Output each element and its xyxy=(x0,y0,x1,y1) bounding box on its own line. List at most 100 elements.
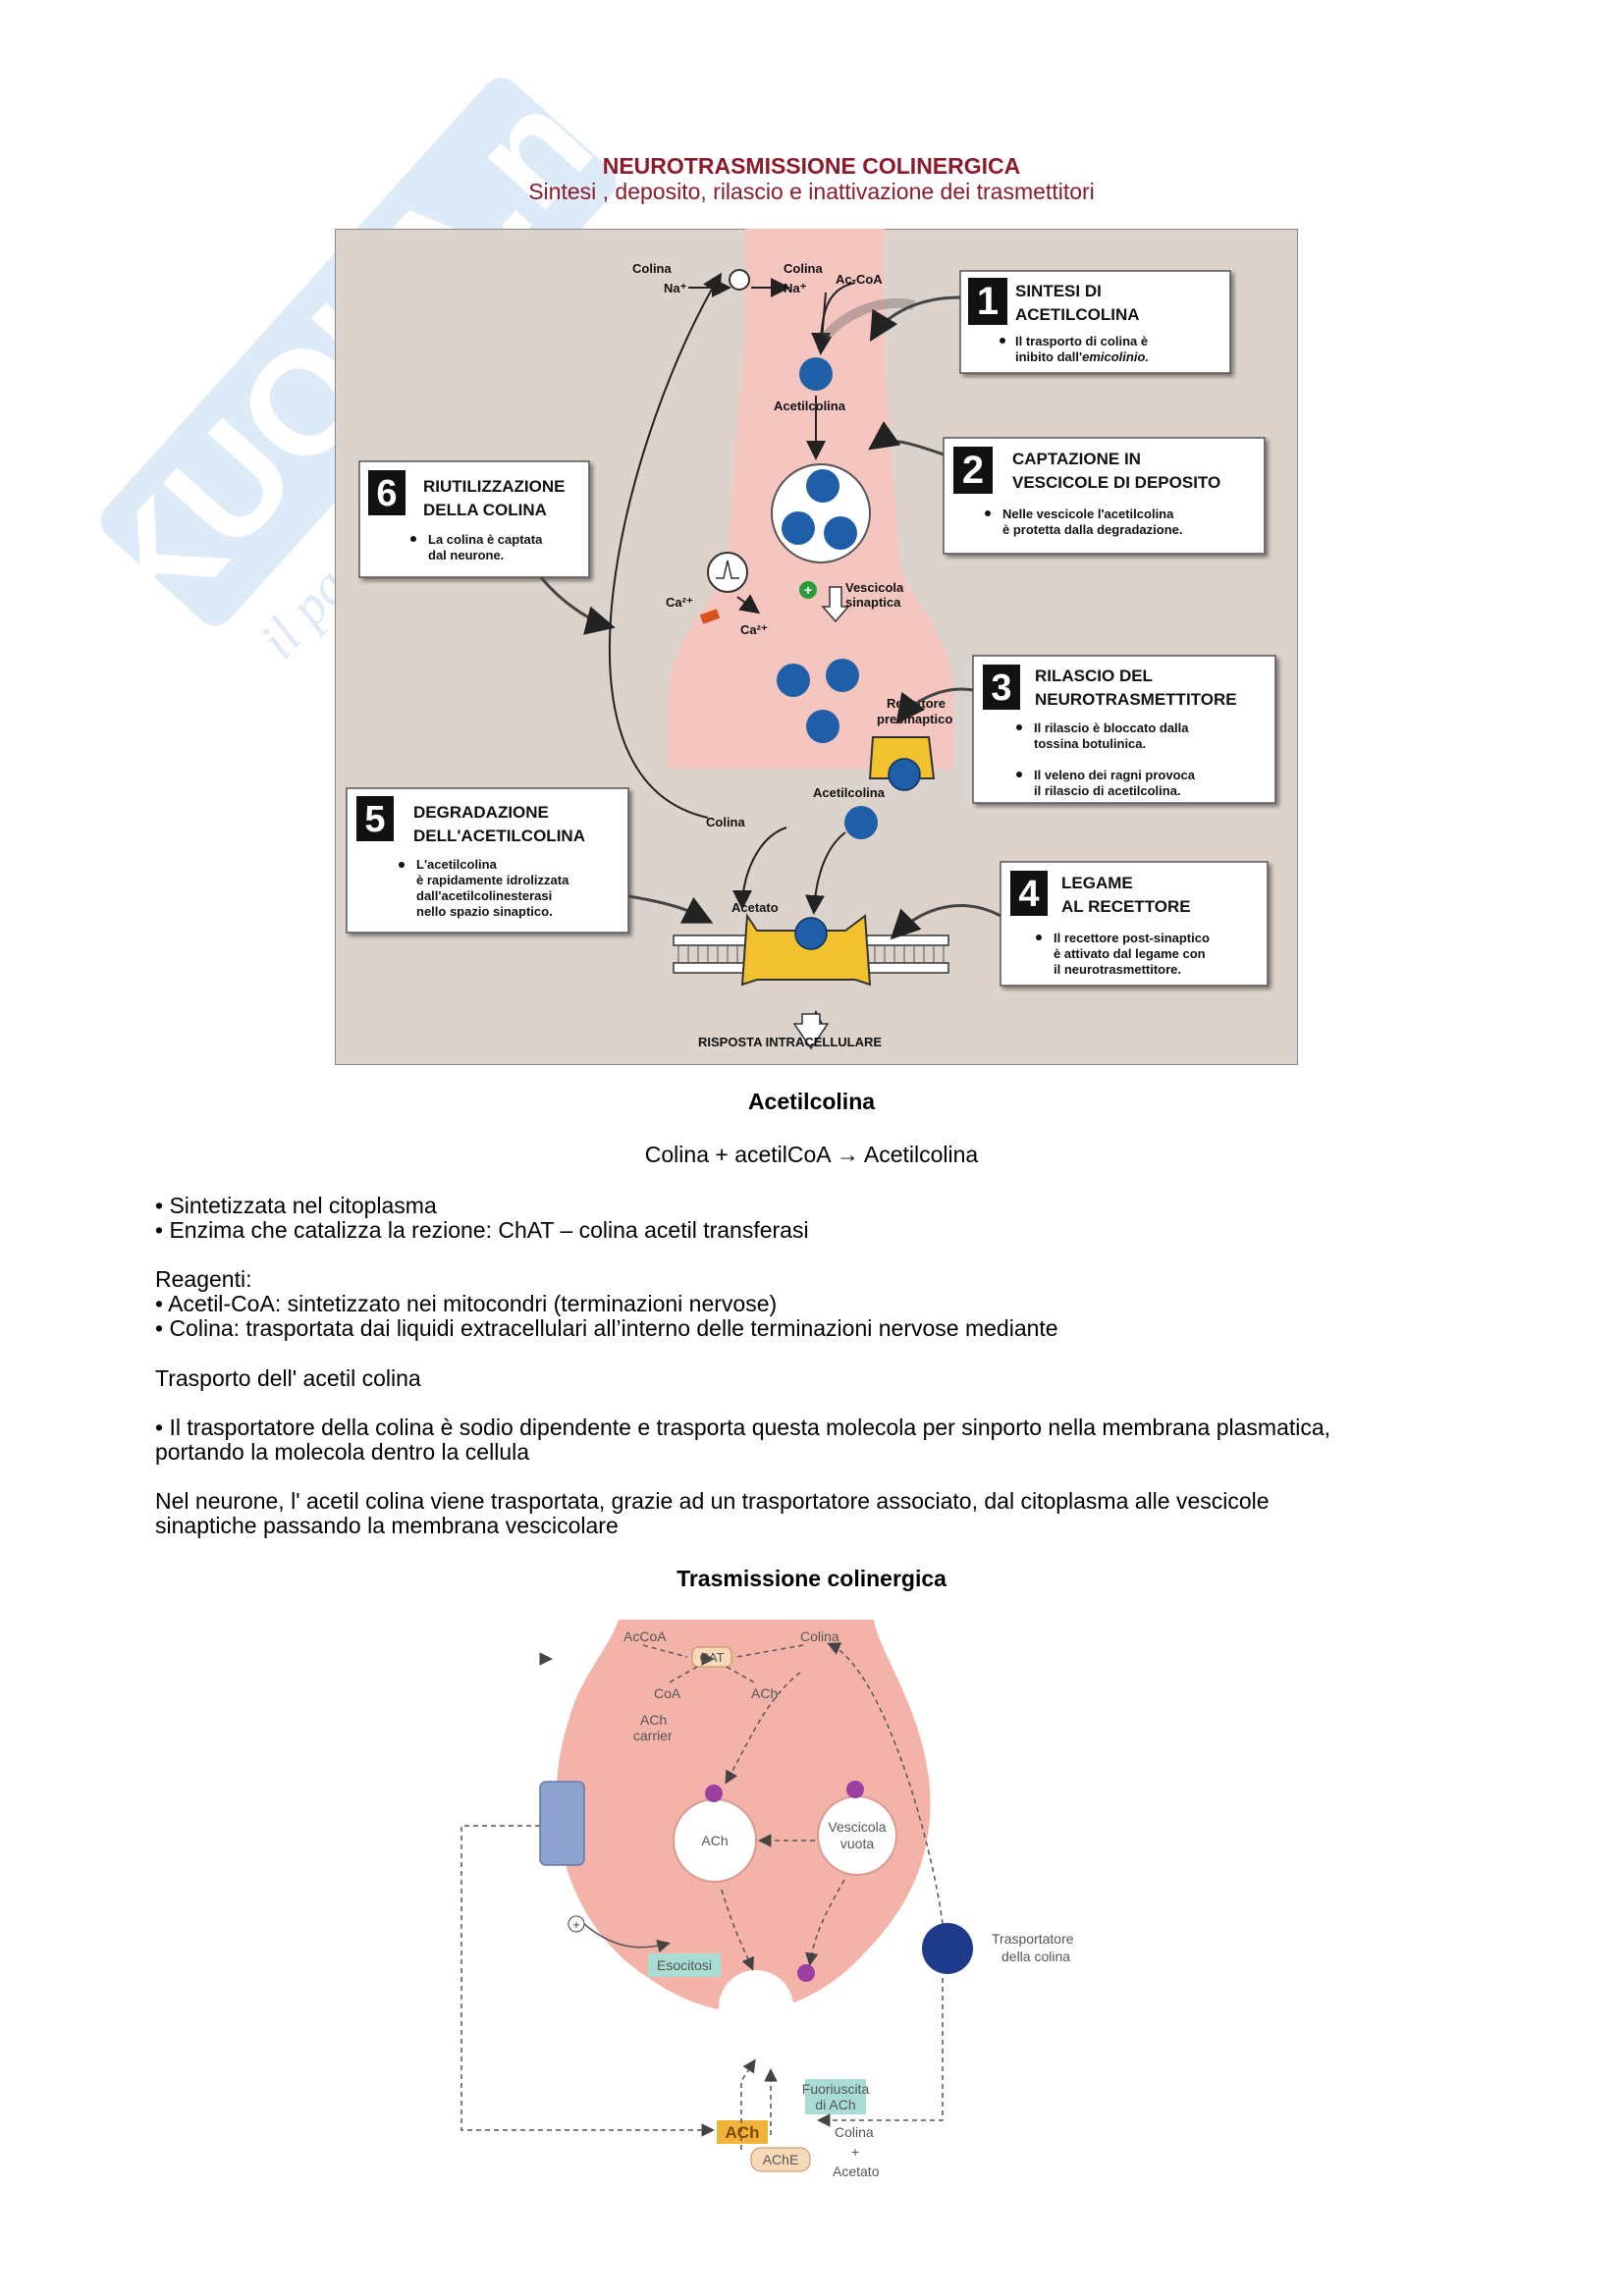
ach-at-presynaptic-receptor xyxy=(888,758,921,791)
step-2-title-line1: CAPTAZIONE IN xyxy=(1012,450,1141,468)
step-6-text-line2: dal neurone. xyxy=(428,548,504,562)
fig2-label-colina-bottom: Colina xyxy=(835,2124,874,2140)
fig2-label-cat: CAT xyxy=(699,1650,724,1665)
fig2-label-esocitosi: Esocitosi xyxy=(657,1957,712,1973)
section-heading-trasmissione: Trasmissione colinergica xyxy=(676,1566,947,1591)
fig2-label-ach-cleft: ACh xyxy=(726,2123,760,2142)
label-acetilcolina-top: Acetilcolina xyxy=(774,399,846,413)
action-potential-icon xyxy=(707,552,748,593)
fig2-label-fuoriuscita-line1: Fuoriuscita xyxy=(802,2081,870,2097)
step-4-text-line2: è attivato dal legame con xyxy=(1054,946,1206,961)
step-1-text-line1: Il trasporto di colina è xyxy=(1015,334,1148,348)
fig2-label-coa: CoA xyxy=(654,1685,681,1701)
paragraph-trasportatore-line2: portando la molecola dentro la cellula xyxy=(155,1439,530,1465)
step-2-text-line2: è protetta dalla degradazione. xyxy=(1002,522,1183,537)
fig2-label-ach-carrier-line1: ACh xyxy=(640,1712,667,1728)
label-acetato: Acetato xyxy=(731,900,779,915)
esocitosi-box xyxy=(648,1953,721,1977)
calcium-channel-icon xyxy=(699,609,721,624)
step-5-text-line3: dall'acetilcolinesterasi xyxy=(416,888,552,903)
step-2-title-line2: VESCICOLE DI DEPOSITO xyxy=(1012,473,1220,492)
step-6-title-line2: DELLA COLINA xyxy=(423,501,547,519)
ach-bound-to-receptor xyxy=(794,917,828,950)
step-1-title-line2: ACETILCOLINA xyxy=(1015,305,1140,324)
vesicle-ach-1 xyxy=(806,469,839,503)
vesicle-ach-3 xyxy=(824,516,857,550)
label-risposta: RISPOSTA INTRACELLULARE xyxy=(698,1035,882,1049)
fig2-label-acetato: Acetato xyxy=(833,2163,880,2179)
step-box-6: 6 RIUTILIZZAZIONE DELLA COLINA La colina… xyxy=(358,460,590,578)
ach-carrier-3 xyxy=(797,1964,815,1982)
bullet-enzima: • Enzima che catalizza la rezione: ChAT … xyxy=(155,1217,809,1243)
fig2-label-ach-carrier-line2: carrier xyxy=(633,1728,673,1743)
step-3-text-line3: Il veleno dei ragni provoca xyxy=(1034,768,1196,782)
bullet-acetil-coa: • Acetil-CoA: sintetizzato nei mitocondr… xyxy=(155,1291,778,1316)
document-subtitle: Sintesi , deposito, rilascio e inattivaz… xyxy=(528,179,1095,204)
fig2-label-colina-top: Colina xyxy=(800,1629,839,1644)
paragraph-neurone-line1: Nel neurone, l' acetil colina viene tras… xyxy=(155,1488,1270,1514)
fig2-label-trasportatore-line2: della colina xyxy=(1001,1949,1070,1964)
vesicle-release-arrow-icon xyxy=(821,586,850,623)
step-number-2: 2 xyxy=(962,449,984,492)
step-5-text-line2: è rapidamente idrolizzata xyxy=(416,873,569,887)
step-3-text-line2: tossina botulinica. xyxy=(1034,736,1146,751)
step-number-3: 3 xyxy=(991,667,1011,709)
fuoriuscita-box xyxy=(805,2079,866,2114)
choline-transporter-icon xyxy=(729,269,750,291)
ach-carrier-2 xyxy=(846,1781,864,1798)
cat-enzyme-box xyxy=(691,1646,732,1668)
step-3-text-line1: Il rilascio è bloccato dalla xyxy=(1034,721,1189,735)
released-ach-1 xyxy=(777,664,810,697)
step-number-6: 6 xyxy=(376,473,397,514)
step-box-3: 3 RILASCIO DEL NEUROTRASMETTITORE Il ril… xyxy=(972,655,1276,804)
paragraph-trasportatore: • Il trasportatore della colina è sodio … xyxy=(155,1415,1530,1465)
cholinergic-synapse-figure: + Colina Na⁺ Colina Na⁺ Ac-CoA Acetilcol… xyxy=(335,229,1298,1065)
choline-transporter xyxy=(922,1923,973,1974)
step-4-text-line1: Il recettore post-sinaptico xyxy=(1054,931,1210,945)
step-5-text-line4: nello spazio sinaptico. xyxy=(416,904,553,919)
label-colina-cleft: Colina xyxy=(706,815,745,829)
step-5-title-line2: DELL'ACETILCOLINA xyxy=(413,827,585,845)
fig2-label-trasportatore-line1: Trasportatore xyxy=(992,1931,1074,1947)
exocytosis-pocket xyxy=(719,1970,793,2045)
ach-cleft-box xyxy=(717,2120,768,2144)
label-ca-in: Ca²⁺ xyxy=(740,622,768,637)
step-box-4: 4 LEGAME AL RECETTORE Il recettore post-… xyxy=(1000,861,1269,987)
step-3-title-line2: NEUROTRASMETTITORE xyxy=(1035,690,1237,709)
reagenti-block: Reagenti: • Acetil-CoA: sintetizzato nei… xyxy=(155,1267,1530,1341)
svg-text:+: + xyxy=(804,582,812,598)
document-title: NEUROTRASMISSIONE COLINERGICA xyxy=(602,153,1021,179)
plus-marker-text: + xyxy=(572,1917,580,1932)
fig2-label-accoa: AcCoA xyxy=(623,1629,667,1644)
cytoplasm-ach xyxy=(799,357,833,391)
postsynaptic-receptor xyxy=(740,913,872,987)
paragraph-neurone: Nel neurone, l' acetil colina viene tras… xyxy=(155,1489,1530,1538)
reagenti-label: Reagenti: xyxy=(155,1266,252,1292)
step-box-5: 5 DEGRADAZIONE DELL'ACETILCOLINA L'aceti… xyxy=(346,787,629,934)
fig2-label-vescicola-line1: Vescicola xyxy=(828,1819,886,1835)
label-acetilcolina-cleft: Acetilcolina xyxy=(813,785,886,800)
step-box-2: 2 CAPTAZIONE IN VESCICOLE DI DEPOSITO Ne… xyxy=(943,437,1266,555)
ach-carrier-1 xyxy=(705,1785,723,1802)
fig2-label-vescicola-line2: vuota xyxy=(840,1836,874,1851)
step-5-text-line1: L'acetilcolina xyxy=(416,857,498,872)
synthesis-equation: Colina + acetilCoA → Acetilcolina xyxy=(644,1142,979,1167)
fig2-label-fuoriuscita-line2: di ACh xyxy=(815,2097,855,2112)
step-4-title-line1: LEGAME xyxy=(1061,874,1133,892)
label-sinaptica: sinaptica xyxy=(845,595,901,610)
paragraph-trasportatore-line1: • Il trasportatore della colina è sodio … xyxy=(155,1415,1331,1440)
plus-icon xyxy=(799,581,817,599)
bullet-colina: • Colina: trasportata dai liquidi extrac… xyxy=(155,1315,1058,1341)
step-5-title-line1: DEGRADAZIONE xyxy=(413,803,549,822)
step-number-1: 1 xyxy=(977,280,999,323)
label-colina-intracellular: Colina xyxy=(784,261,823,276)
cleft-ach xyxy=(844,806,878,839)
ache-enzyme-box xyxy=(750,2147,811,2172)
label-na-extracellular: Na⁺ xyxy=(664,281,687,295)
step-number-4: 4 xyxy=(1018,874,1039,915)
step-1-title-line1: SINTESI DI xyxy=(1015,282,1102,300)
label-presinaptico: presinaptico xyxy=(877,712,952,726)
fig2-label-ach-top: ACh xyxy=(751,1685,778,1701)
vesicle-ach-2 xyxy=(782,511,815,545)
fig2-label-ach-vesicle: ACh xyxy=(701,1833,728,1848)
